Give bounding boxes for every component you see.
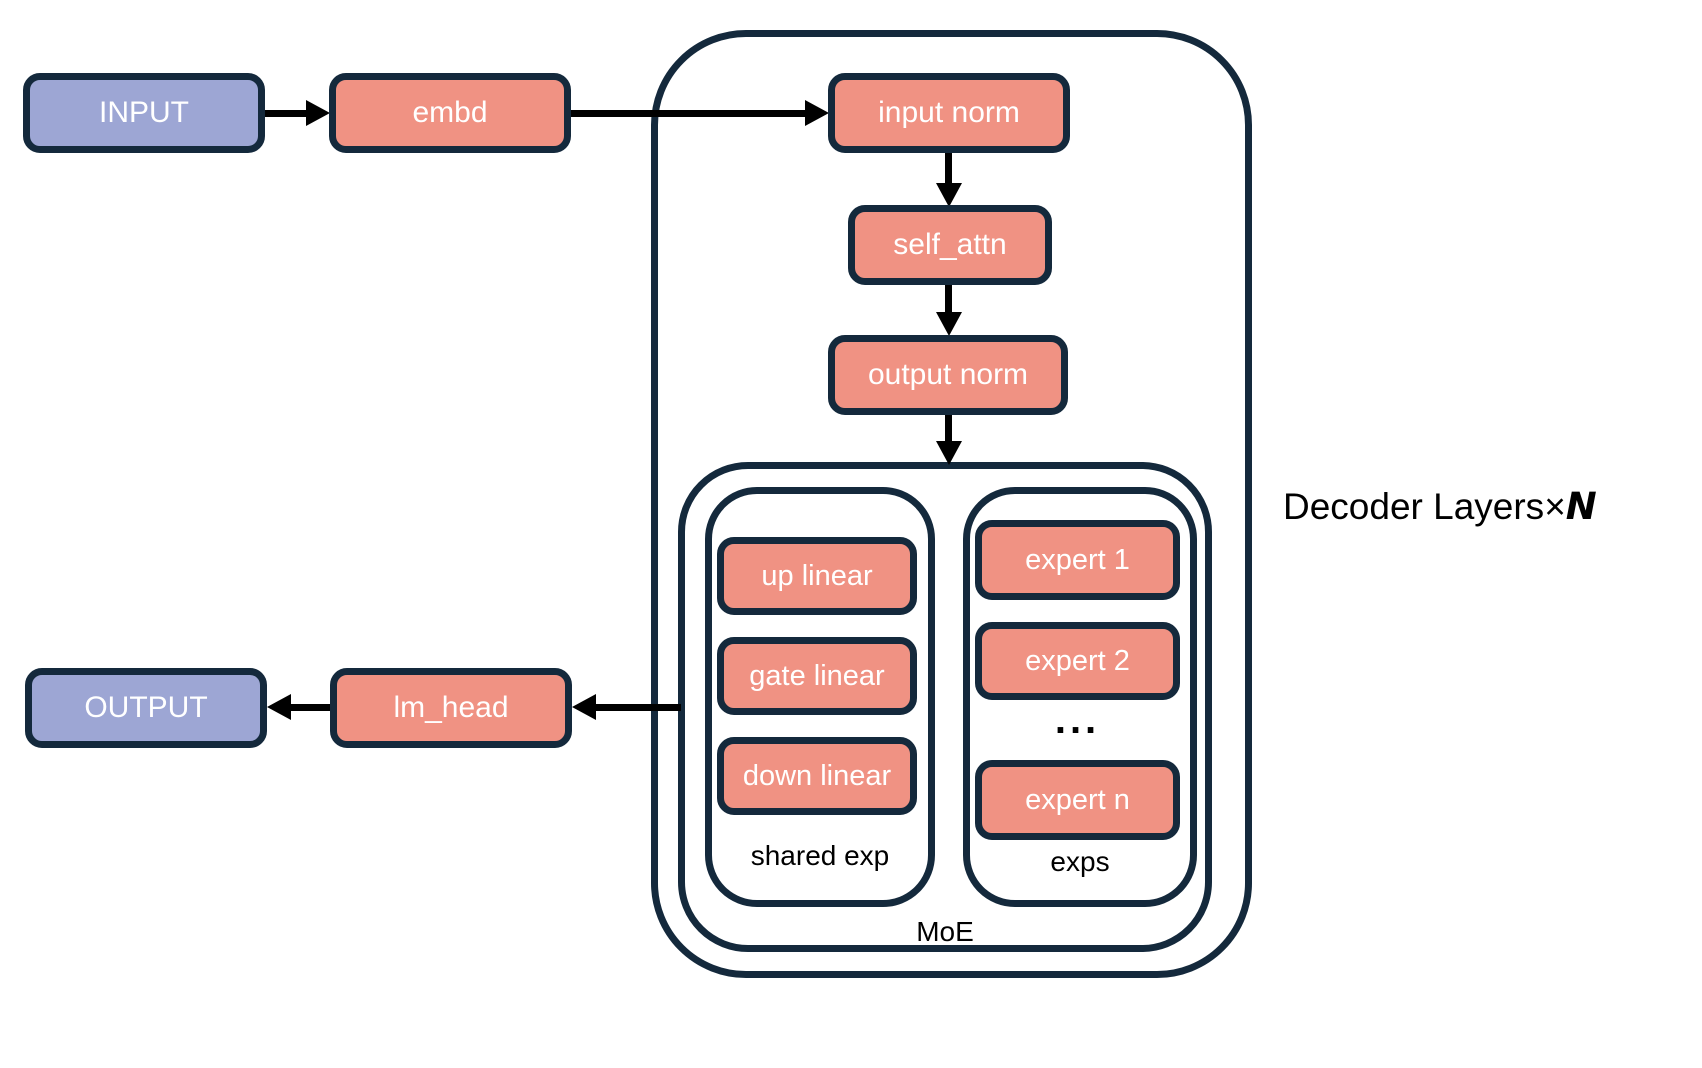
node-input-norm-label: input norm [878,96,1020,129]
node-embd: embd [329,73,571,153]
node-down-linear-label: down linear [742,759,892,792]
shared-exp-label: shared exp [750,840,890,871]
node-output-norm: output norm [828,335,1068,415]
arrow-line [571,110,807,117]
arrow-line [290,704,330,711]
node-lm-head: lm_head [330,668,572,748]
node-down-linear: down linear [717,737,917,815]
arrow-head-icon [267,694,291,720]
n-variable: N [1565,485,1597,528]
node-self-attn: self_attn [848,205,1052,285]
node-expert-n: expert n [975,760,1180,840]
node-embd-label: embd [412,96,488,129]
moe-container [678,462,1212,952]
node-input-label: INPUT [99,96,189,129]
node-expert-2-label: expert 2 [1025,644,1130,677]
exps-label: exps [1050,846,1110,877]
node-expert-1-label: expert 1 [1025,543,1130,576]
arrow-line [945,153,952,185]
arrow-head-icon [805,100,829,126]
exps-container [963,487,1197,907]
arrow-line [945,285,952,314]
node-output: OUTPUT [25,668,267,748]
node-gate-linear-label: gate linear [749,659,885,692]
node-expert-1: expert 1 [975,520,1180,600]
node-lm-head-label: lm_head [393,691,509,724]
decoder-layers-label: Decoder Layers×N [1283,488,1683,525]
node-output-norm-label: output norm [867,358,1029,391]
decoder-layers-text: Decoder Layers [1283,486,1545,527]
node-expert-2: expert 2 [975,622,1180,700]
arrow-head-icon [936,183,962,207]
node-input: INPUT [23,73,265,153]
arrow-line [265,110,309,117]
arrow-head-icon [572,694,596,720]
times-sign: × [1544,486,1566,527]
arrow-line [594,704,681,711]
arrow-head-icon [306,100,330,126]
experts-ellipsis: ... [1054,698,1101,742]
node-up-linear: up linear [717,537,917,615]
shared-exp-container [705,487,935,907]
node-self-attn-label: self_attn [893,228,1007,261]
arrow-head-icon [936,312,962,336]
node-output-label: OUTPUT [84,691,208,724]
arrow-line [945,415,952,443]
moe-label: MoE [916,916,974,947]
node-expert-n-label: expert n [1025,783,1130,816]
decoder-layers-container [651,30,1252,978]
node-gate-linear: gate linear [717,637,917,715]
node-input-norm: input norm [828,73,1070,153]
arrow-head-icon [936,441,962,465]
node-up-linear-label: up linear [761,559,873,592]
